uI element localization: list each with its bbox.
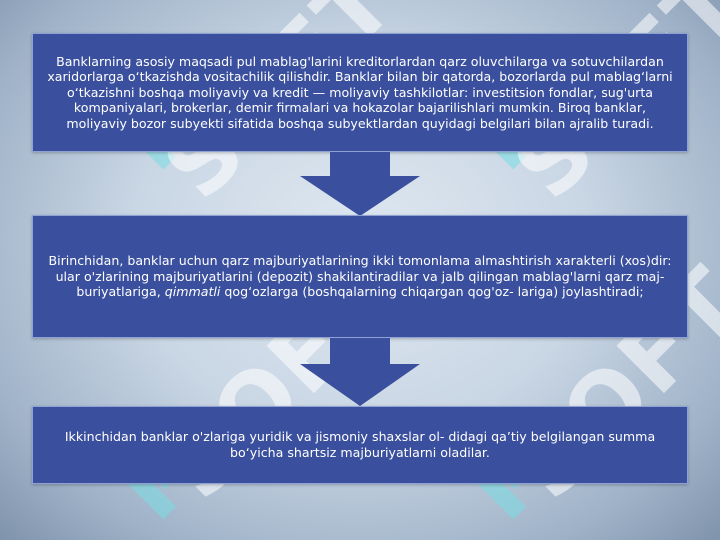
down-arrow-icon [300,338,420,406]
flow-step-first-text-end: qog‘ozlarga (boshqalarning chiqargan qog… [220,284,644,300]
flow-step-intro-text: Banklarning asosiy maqsadi pul mablag'la… [47,53,673,131]
flow-step-second-text: Ikkinchidan banklar o'zlariga yuridik va… [64,429,656,460]
flow-step-first-text: Birinchidan, banklar uchun qarz majburiy… [33,253,687,300]
flow-step-first: Birinchidan, banklar uchun qarz majburiy… [32,215,688,338]
flow-step-first-text-emphasis: qimmatli [164,284,221,300]
flow-step-first-text-start: Birinchidan, banklar uchun qarz majburiy… [48,253,672,300]
flow-step-intro: Banklarning asosiy maqsadi pul mablag'la… [32,33,688,152]
down-arrow-icon [300,152,420,216]
flow-step-second: Ikkinchidan banklar o'zlariga yuridik va… [32,406,688,484]
